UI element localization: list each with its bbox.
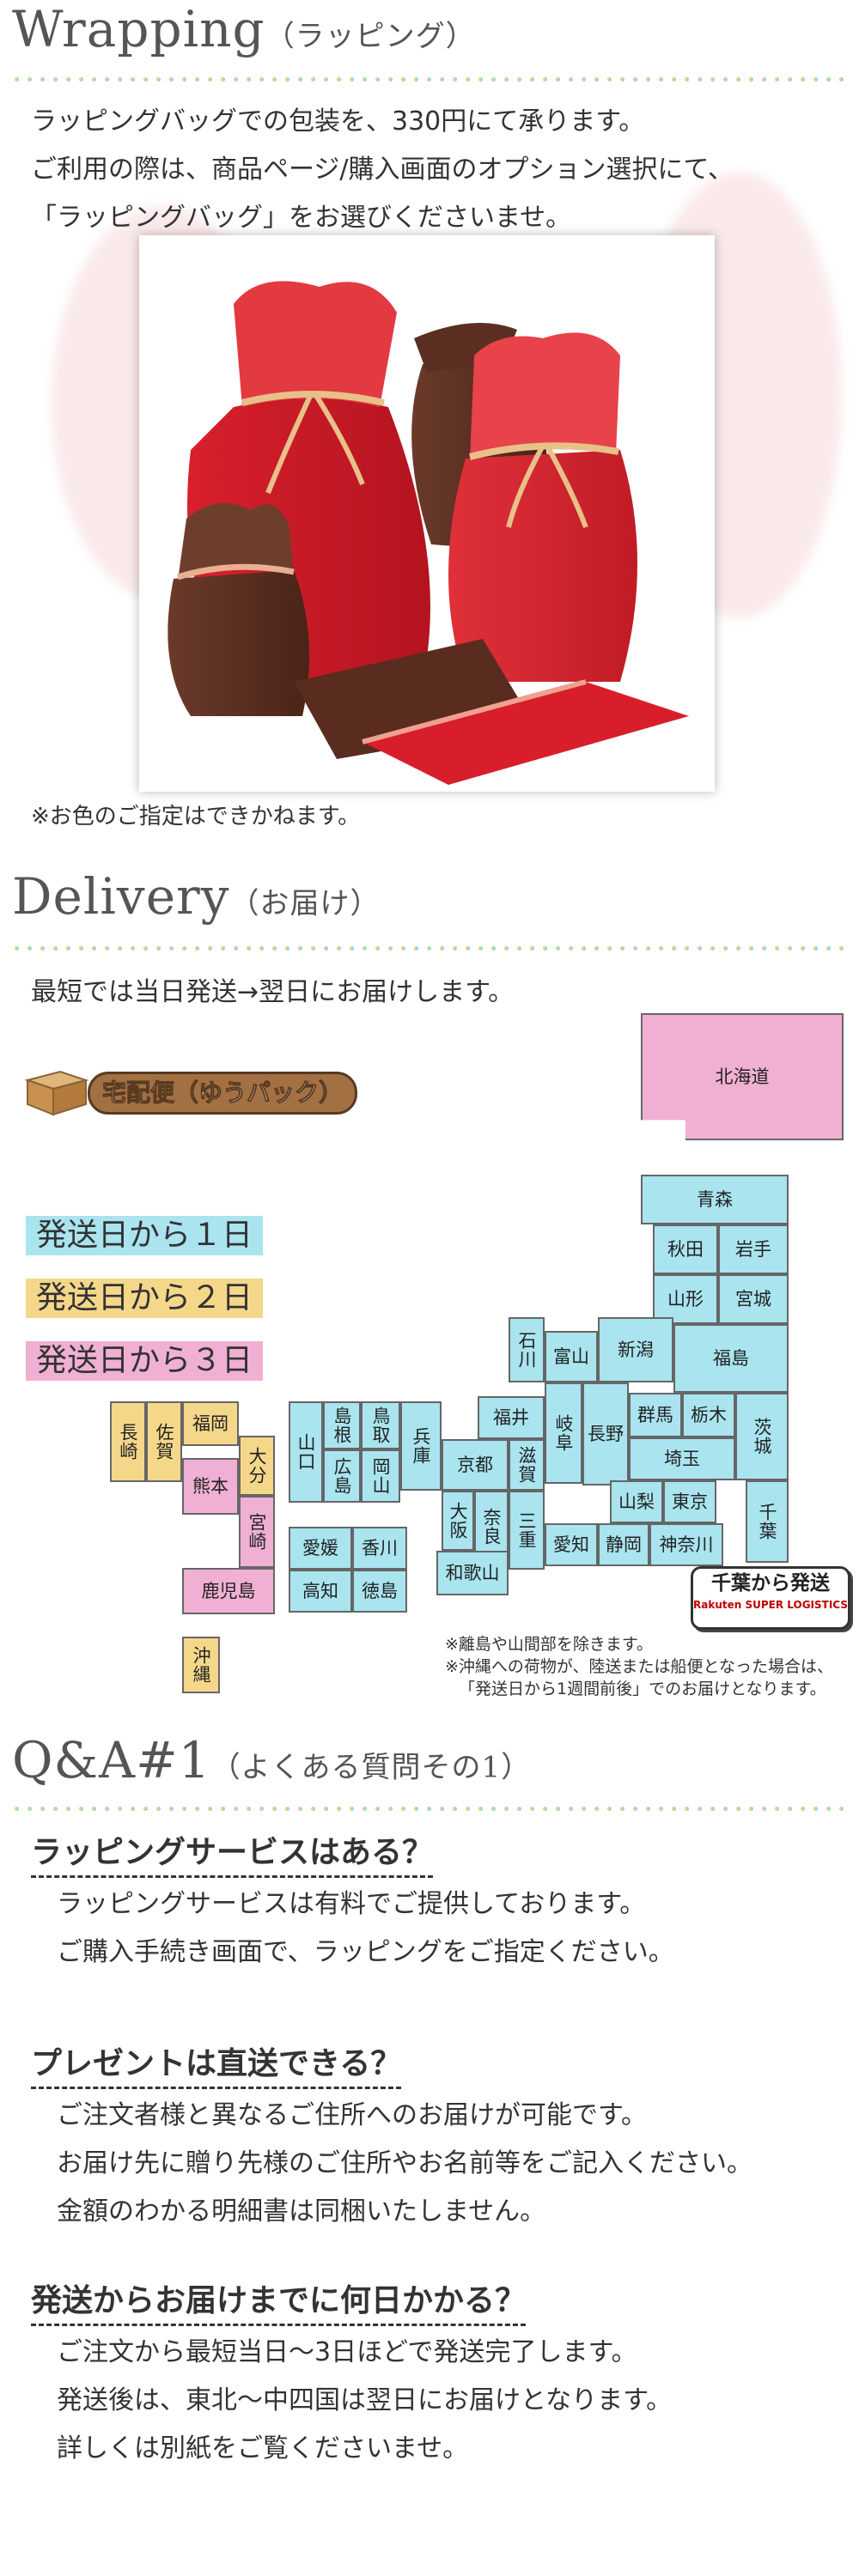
delivery-note-1: ※離島や山間部を除きます。	[445, 1635, 654, 1654]
pref-kanagawa: 神奈川	[649, 1523, 723, 1566]
pref-ehime: 愛媛	[289, 1527, 352, 1570]
pref-nagano: 長野	[582, 1382, 629, 1485]
pref-akita: 秋田	[653, 1224, 718, 1274]
faq-answer-2-line-1: ご注文者様と異なるご住所へのお届けが可能です。	[57, 2100, 647, 2130]
delivery-subtitle: （お届け）	[229, 886, 381, 921]
legend-1day: 発送日から１日	[26, 1216, 264, 1255]
section-divider	[10, 1807, 849, 1811]
wrapping-subtitle: （ラッピング）	[265, 19, 476, 54]
pref-yamanashi: 山梨	[610, 1480, 663, 1523]
pref-aichi: 愛知	[545, 1523, 598, 1566]
pref-okinawa: 沖縄	[182, 1637, 220, 1693]
pref-tochigi: 栃木	[682, 1393, 735, 1437]
faq-question-1: ラッピングサービスはある？	[31, 1827, 434, 1878]
pref-osaka: 大阪	[442, 1491, 474, 1551]
gift-bags-photo	[139, 235, 715, 792]
qa-title: Q&A#1（よくある質問その1）	[12, 1731, 532, 1789]
pref-yamagata: 山形	[653, 1274, 718, 1324]
pref-shiga: 滋賀	[509, 1439, 545, 1491]
wrapping-line-2: ご利用の際は、商品ページ/購入画面のオプション選択にて、	[31, 155, 734, 185]
pref-ibaraki: 茨城	[735, 1393, 789, 1480]
faq-answer-1-line-2: ご購入手続き画面で、ラッピングをご指定ください。	[57, 1937, 674, 1967]
pref-wakayama: 和歌山	[436, 1551, 509, 1595]
wrapping-line-1: ラッピングバッグでの包装を、330円にて承ります。	[31, 106, 645, 137]
pref-kochi: 高知	[289, 1570, 352, 1613]
pref-oita: 大分	[239, 1436, 275, 1496]
pref-kagoshima: 鹿児島	[182, 1568, 275, 1614]
pref-hokkaido: 北海道	[641, 1013, 844, 1140]
faq-answer-3-line-2: 発送後は、東北〜中四国は翌日にお届けとなります。	[57, 2385, 673, 2415]
origin-label: 千葉から発送	[711, 1572, 830, 1595]
pref-chiba: 千葉	[746, 1480, 789, 1563]
faq-answer-1-line-1: ラッピングサービスは有料でご提供しております。	[57, 1889, 646, 1919]
wrapping-line-3: 「ラッピングバッグ」をお選びくださいませ。	[31, 203, 572, 233]
pref-toyama: 富山	[545, 1331, 598, 1382]
pref-miyagi: 宮城	[718, 1274, 789, 1324]
origin-brand: Rakuten SUPER LOGISTICS	[693, 1599, 848, 1611]
delivery-title: Delivery（お届け）	[12, 867, 381, 926]
pref-tokyo: 東京	[663, 1480, 716, 1523]
pref-miyazaki: 宮崎	[239, 1496, 275, 1568]
pref-kumamoto: 熊本	[182, 1458, 239, 1515]
section-divider	[10, 77, 849, 82]
carrier-label: 宅配便（ゆうパック）	[88, 1072, 358, 1115]
pref-fukui: 福井	[478, 1396, 545, 1439]
pref-iwate: 岩手	[718, 1224, 789, 1274]
pref-yamaguchi: 山口	[289, 1401, 323, 1503]
faq-answer-2-line-2: お届け先に贈り先様のご住所やお名前等をご記入ください。	[57, 2148, 752, 2178]
pref-gunma: 群馬	[629, 1393, 682, 1437]
delivery-note-3: 「発送日から1週間前後」でのお届けとなります。	[459, 1680, 826, 1698]
delivery-note-2: ※沖縄への荷物が、陸送または船便となった場合は、	[445, 1657, 833, 1676]
pref-kyoto: 京都	[442, 1439, 509, 1491]
pref-kagawa: 香川	[352, 1527, 407, 1570]
faq-question-2: プレゼントは直送できる？	[31, 2038, 402, 2089]
delivery-line: 最短では当日発送→翌日にお届けします。	[31, 977, 515, 1007]
pref-mie: 三重	[509, 1491, 545, 1570]
pref-saitama: 埼玉	[629, 1437, 735, 1480]
gift-bags-illustration	[139, 235, 715, 792]
pref-ishikawa: 石川	[509, 1317, 545, 1382]
wrapping-title: Wrapping（ラッピング）	[12, 0, 476, 58]
pref-tottori: 鳥取	[361, 1401, 400, 1449]
pref-saga: 佐賀	[146, 1401, 182, 1482]
faq-answer-2-line-3: 金額のわかる明細書は同梱いたしません。	[57, 2196, 546, 2227]
wrapping-color-note: ※お色のご指定はできかねます。	[31, 804, 361, 829]
qa-subtitle: （よくある質問その1）	[210, 1750, 532, 1785]
origin-badge: 千葉から発送 Rakuten SUPER LOGISTICS	[691, 1566, 850, 1630]
pref-nagasaki: 長崎	[110, 1401, 146, 1482]
box-icon	[24, 1070, 89, 1116]
pref-fukushima: 福島	[673, 1324, 789, 1393]
pref-hiroshima: 広島	[323, 1449, 361, 1503]
faq-answer-3-line-1: ご注文から最短当日〜3日ほどで発送完了します。	[57, 2337, 637, 2367]
pref-niigata: 新潟	[598, 1317, 673, 1382]
pref-tokushima: 徳島	[352, 1570, 407, 1613]
pref-shizuoka: 静岡	[598, 1523, 649, 1566]
pref-hyogo: 兵庫	[400, 1401, 442, 1491]
pref-shimane: 島根	[323, 1401, 361, 1449]
pref-aomori: 青森	[641, 1175, 789, 1224]
legend-3day: 発送日から３日	[26, 1341, 264, 1381]
pref-gifu: 岐阜	[545, 1382, 582, 1484]
pref-fukuoka: 福岡	[182, 1401, 239, 1446]
section-divider	[10, 946, 849, 951]
faq-answer-3-line-3: 詳しくは別紙をご覧くださいませ。	[57, 2433, 469, 2464]
pref-okayama: 岡山	[361, 1449, 400, 1503]
legend-2day: 発送日から２日	[26, 1279, 264, 1318]
faq-question-3: 発送からお届けまでに何日かかる？	[31, 2275, 527, 2326]
